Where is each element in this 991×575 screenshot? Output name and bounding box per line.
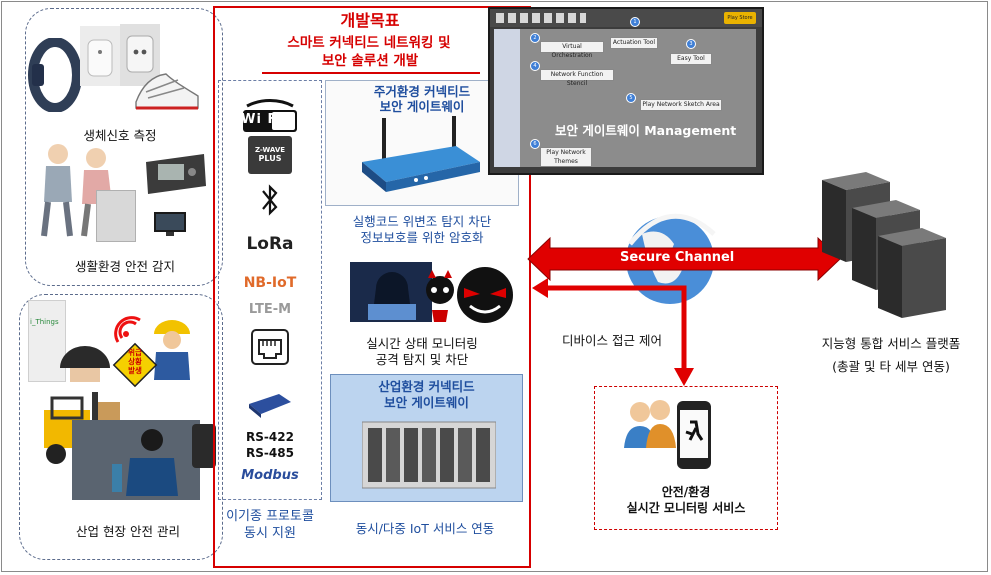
industrial-group xyxy=(19,294,223,560)
bluetooth-logo xyxy=(218,182,322,222)
platform-label-2: (총괄 및 타 세부 연동) xyxy=(832,359,950,374)
smart-band-image xyxy=(28,38,82,112)
modbus-label: Modbus xyxy=(241,468,299,483)
socket-icon xyxy=(126,35,154,73)
lora-label: LoRa xyxy=(246,234,294,254)
step-marker-5: 5 xyxy=(626,93,636,103)
smartphone-emergency-icon xyxy=(677,401,711,469)
home-gateway-title-2: 보안 게이트웨이 xyxy=(379,99,465,114)
play-network-sketch-box: Play Network Sketch Area xyxy=(640,99,722,111)
secure-channel-label: Secure Channel xyxy=(620,250,735,265)
device-access-arrow xyxy=(532,278,694,386)
serial-adapter-logo xyxy=(218,390,322,424)
plug-icon xyxy=(87,39,113,77)
living-env-label: 생활환경 안전 감지 xyxy=(75,259,175,274)
home-gateway-title-1: 주거환경 커넥티드 xyxy=(373,84,471,99)
bio-signal-label: 생체신호 측정 xyxy=(83,128,157,143)
device-access-label: 디바이스 접근 제어 xyxy=(562,333,662,348)
ithings-label: i_Things xyxy=(30,318,59,326)
console-toolbar-icons xyxy=(496,13,586,23)
hooded-hacker-icon xyxy=(368,272,416,320)
plc-controller-image xyxy=(362,421,496,489)
worker-image xyxy=(154,320,190,380)
rs422-label: RS-422 xyxy=(246,430,294,444)
wellness-group xyxy=(25,8,223,286)
nf-stencil-box: Network Function Stencil xyxy=(540,69,614,87)
zwave-label: Z-WAVE xyxy=(254,146,286,154)
home-gateway-router-image xyxy=(362,116,480,192)
bluetooth-icon xyxy=(262,184,278,216)
washing-machine-image xyxy=(96,190,136,242)
industrial-gateway-title-2: 보안 게이트웨이 xyxy=(384,395,469,410)
protocol-caption-line-1: 이기종 프로토콜 xyxy=(226,509,314,524)
helmet-worker-image xyxy=(60,346,110,382)
ethernet-port-icon xyxy=(251,329,289,365)
play-store-label: Play Store xyxy=(727,15,753,21)
monitoring-text-1: 실시간 상태 모니터링 xyxy=(366,336,478,351)
goal-underline xyxy=(262,72,480,74)
protocol-caption-line-2: 동시 지원 xyxy=(244,526,296,541)
wireless-signal-icon xyxy=(114,316,141,343)
step-marker-1: 1 xyxy=(630,17,640,27)
handheld-device-image xyxy=(192,424,216,468)
safety-service-title-2: 실시간 모니터링 서비스 xyxy=(626,501,746,515)
blood-pressure-monitor-image xyxy=(146,154,206,194)
console-sidebar xyxy=(494,29,524,167)
wifi-label: Wi Fi xyxy=(241,112,283,127)
virtual-orchestration-box: Virtual Orchestration xyxy=(540,41,604,59)
users-icon xyxy=(624,400,676,448)
zwave-plus-label: PLUS xyxy=(258,154,282,163)
monitoring-text-2: 공격 탐지 및 차단 xyxy=(375,352,469,367)
server-stack-image xyxy=(822,172,946,318)
rs485-label: RS-485 xyxy=(246,446,294,460)
warning-sign-icon xyxy=(112,342,158,388)
step-marker-2: 2 xyxy=(530,33,540,43)
industrial-safety-label: 산업 현장 안전 관리 xyxy=(76,524,180,539)
factory-worker-image xyxy=(112,429,178,496)
protocol-list: Wi Fi Z-WAVE PLUS LoRa NB-IoT LTE-M RS-4… xyxy=(218,80,322,500)
nbiot-label: NB-IoT xyxy=(243,275,297,291)
iot-service-text: 동시/다중 IoT 서비스 연동 xyxy=(355,521,495,536)
tv-monitor-icon xyxy=(154,212,186,236)
malware-detection-text-2: 정보보호를 위한 암호화 xyxy=(360,230,484,245)
goal-line-2: 보안 솔루션 개발 xyxy=(321,53,419,69)
goal-line-1: 스마트 커넥티드 네트워킹 및 xyxy=(287,35,451,51)
actuation-tool-box: Actuation Tool xyxy=(610,37,658,49)
ithings-device-image xyxy=(28,300,66,382)
serial-adapter-icon xyxy=(249,394,291,418)
ltem-label: LTE-M xyxy=(248,302,292,317)
smart-shoe-image xyxy=(135,73,199,110)
development-goal-box xyxy=(213,6,531,568)
step-marker-6: 6 xyxy=(530,139,540,149)
industrial-gateway-title-1: 산업환경 커넥티드 xyxy=(378,379,475,394)
step-marker-3: 3 xyxy=(686,39,696,49)
easy-tool-box: Easy Tool xyxy=(670,53,712,65)
elderly-couple-image xyxy=(41,144,113,237)
protocol-column xyxy=(218,80,322,500)
ethernet-logo xyxy=(218,328,322,370)
management-console-screenshot: Play Store Virtual Orchestration Actuati… xyxy=(488,7,764,175)
play-network-themes-box: Play Network Themes xyxy=(540,147,592,167)
malware-detection-text-1: 실행코드 위변조 탐지 차단 xyxy=(352,214,492,229)
wifi-icon xyxy=(243,99,297,132)
safety-service-box xyxy=(594,386,778,530)
zwave-logo: Z-WAVE PLUS xyxy=(218,136,322,174)
devil-character-icon xyxy=(426,270,454,322)
safety-service-title-1: 안전/환경 xyxy=(661,485,711,499)
step-marker-4: 4 xyxy=(530,61,540,71)
management-label: 보안 게이트웨이 Management xyxy=(555,123,737,138)
play-store-badge: Play Store xyxy=(724,12,756,24)
platform-label-1: 지능형 통합 서비스 플랫폼 xyxy=(821,336,961,351)
warning-sign-text: 위급 상황 발생 xyxy=(128,348,142,375)
villain-mask-icon xyxy=(457,267,513,323)
goal-title: 개발목표 xyxy=(340,11,400,30)
wifi-logo xyxy=(218,98,322,138)
